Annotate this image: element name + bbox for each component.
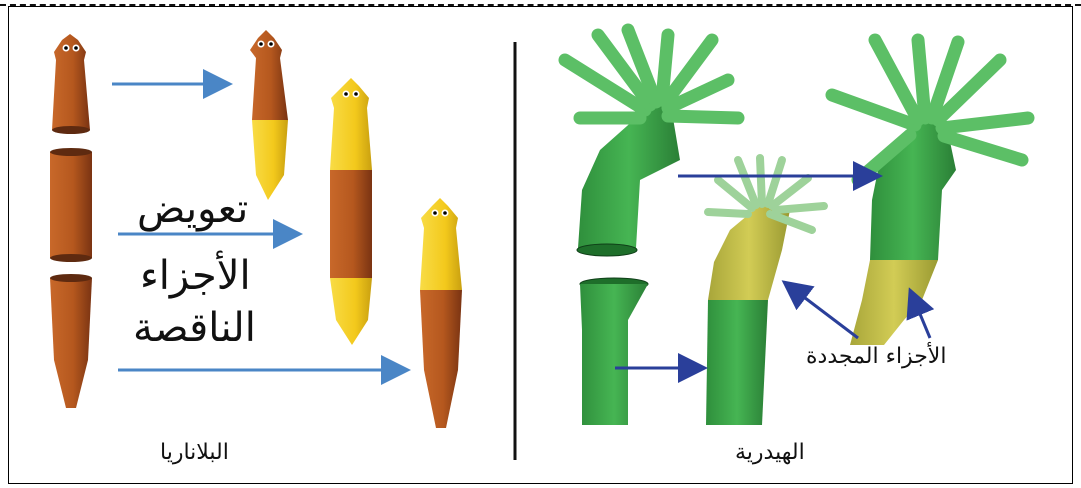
hydra-caption: الهيدرية [735, 440, 805, 465]
planaria-regenerated-from-head [250, 30, 288, 200]
hydra-bottom-piece [580, 278, 648, 425]
hydra-top-piece [565, 30, 738, 256]
regenerated-pointer-small [784, 282, 858, 338]
planaria-caption: البلاناريا [160, 440, 229, 465]
planaria-tail-piece [50, 274, 92, 408]
planaria-text-line-1: تعويض [137, 186, 248, 232]
planaria-text-line-3: الناقصة [133, 305, 256, 351]
planaria-middle-piece [50, 148, 92, 262]
regenerated-parts-label: الأجزاء المجددة [806, 344, 946, 369]
planaria-head-piece [52, 34, 90, 134]
planaria-regenerated-from-middle [330, 78, 372, 345]
planaria-text-line-2: الأجزاء [140, 253, 251, 299]
hydra-regenerated-small [706, 158, 824, 425]
planaria-regenerated-from-tail [420, 198, 462, 428]
hydra-regenerated-large [832, 40, 1028, 345]
